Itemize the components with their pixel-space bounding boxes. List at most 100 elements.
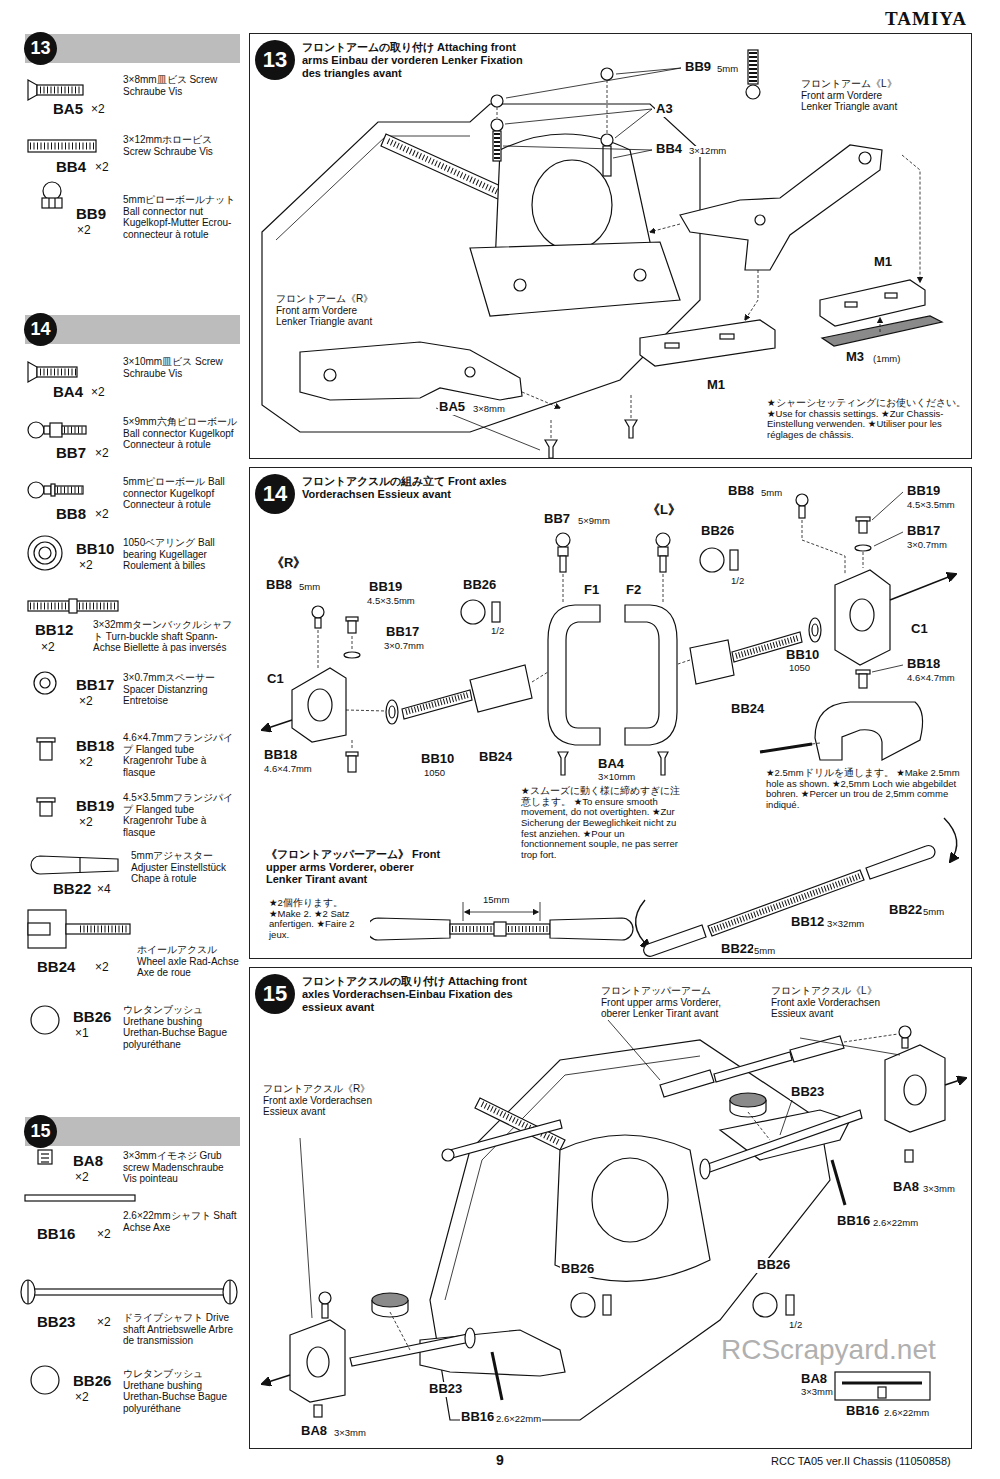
part-quantity: ×2 <box>94 447 110 461</box>
callout-label: M3 <box>845 350 865 365</box>
step13-drawing <box>470 242 680 316</box>
callout-label: BB22 <box>888 903 923 918</box>
part-quantity: ×2 <box>94 961 110 975</box>
step13-drawing <box>514 279 526 291</box>
front-axle <box>904 1075 926 1105</box>
screw <box>545 440 557 458</box>
step15-drawing <box>780 1100 792 1135</box>
callout-label: BA8 <box>800 1372 828 1387</box>
wheel-axle-icon <box>28 923 50 935</box>
note-text: ★シャーシセッティングにお使いください。 ★Use for chassis se… <box>766 398 970 441</box>
step14-drawing <box>346 710 386 711</box>
callout-label: BB4 <box>655 142 683 157</box>
callout-label: BB16 <box>460 1410 495 1425</box>
callout-label: BB26 <box>756 1258 791 1273</box>
callout-label: BB19 <box>906 484 941 499</box>
callout-label: BB24 <box>478 750 513 765</box>
wheel-axle-icon <box>28 910 66 948</box>
screw <box>545 395 637 458</box>
pin-detail <box>842 1382 922 1385</box>
adjuster-icon <box>31 856 118 874</box>
callout-label: BB8 <box>265 578 293 593</box>
dimension-label: 1/2 <box>730 576 745 587</box>
turnbuckle-assembly <box>866 846 935 879</box>
ball-stud <box>497 107 498 118</box>
step-number-circle: 14 <box>255 474 295 514</box>
upper-arm <box>714 1052 792 1082</box>
arm-mount <box>720 334 734 339</box>
drive-shaft-icon <box>223 1280 237 1304</box>
step14-drawing <box>532 672 548 682</box>
ball-connector <box>563 574 564 602</box>
arm-mount <box>640 320 775 366</box>
adjuster-icon <box>31 856 118 874</box>
part-caption: フロントアクスル《R》 Front axle Vorderachsen Essi… <box>262 1083 389 1118</box>
screw-icon <box>40 87 82 94</box>
bushing-icon <box>31 1006 59 1034</box>
step14-drawing <box>292 668 346 742</box>
step13-drawing <box>262 104 700 432</box>
front-axle <box>899 1026 911 1038</box>
step14-drawing <box>700 548 724 572</box>
part-caption: フロントアッパーアーム Front upper arms Vorderer, o… <box>600 985 732 1020</box>
step14-drawing <box>863 552 864 568</box>
ball-stud <box>601 134 613 146</box>
wheel-axle-icon <box>66 924 130 934</box>
dimension-label: (1mm) <box>872 354 901 365</box>
dimension-label: 3×8mm <box>472 404 506 415</box>
wheel-axle-icon <box>80 926 129 933</box>
part-quantity: ×2 <box>96 1316 112 1330</box>
dimension-label: 4.5×3.5mm <box>366 596 416 607</box>
arm-mount <box>820 280 925 326</box>
step14-drawing <box>461 600 485 624</box>
callout-label: BB24 <box>730 702 765 717</box>
urethane-bushing <box>730 1093 766 1107</box>
callout-label: BB10 <box>420 752 455 767</box>
step14-drawing <box>312 606 324 618</box>
screw-icon <box>37 367 77 377</box>
step14-drawing <box>348 621 356 633</box>
turnbuckle-assembly <box>494 922 506 936</box>
part-code: BB19 <box>75 797 115 814</box>
step14-drawing <box>492 602 500 622</box>
grub-screw-icon <box>38 1150 52 1164</box>
upper-arm <box>790 1036 844 1062</box>
turnbuckle-assembly <box>644 925 706 956</box>
callout-label: BB17 <box>906 524 941 539</box>
part-description: 5mmピローボール Ball connector Kugelkopf Conne… <box>122 476 239 511</box>
part-description: 3×10mm皿ビス Screw Schraube Vis <box>122 356 239 379</box>
part-quantity: ×2 <box>90 386 106 400</box>
part-caption: 《フロントアッパーアーム》 Front upper arms Vorderer,… <box>265 848 442 886</box>
ball-nut-icon <box>42 198 62 208</box>
step14-drawing <box>625 605 677 745</box>
urethane-bushing <box>372 1093 770 1350</box>
step15-drawing <box>832 1160 845 1205</box>
dimension-label: 2.6×22mm <box>883 1408 930 1419</box>
part-description: 4.5×3.5mmフランジパイプ Flanged tube Kragenrohr… <box>122 792 239 838</box>
dimension-label: 5mm <box>716 64 739 75</box>
screw <box>625 420 637 438</box>
turnbuckle-assembly <box>465 912 538 913</box>
step15-drawing <box>262 1020 966 1420</box>
urethane-bushing <box>390 1312 410 1350</box>
part-quantity: ×4 <box>96 883 112 897</box>
step13-drawing <box>616 68 681 74</box>
step14-drawing <box>406 695 468 712</box>
ball-connector <box>656 533 670 547</box>
step-number-circle: 15 <box>255 974 295 1014</box>
step15-drawing <box>905 1150 913 1162</box>
step13-drawing <box>650 224 680 232</box>
callout-label: BB7 <box>543 512 571 527</box>
step-number: 15 <box>263 981 287 1007</box>
part-description: 5mmアジャスター Adjuster Einstellstück Chape à… <box>130 850 242 885</box>
step14-drawing <box>344 652 360 658</box>
callout-label: BA5 <box>438 400 466 415</box>
front-axle <box>885 1045 945 1132</box>
screw-icon <box>28 362 77 382</box>
callout-label: BB9 <box>684 60 712 75</box>
upper-arm <box>442 1034 898 1161</box>
upper-arm <box>844 1034 898 1042</box>
bushing-icon <box>31 1366 59 1394</box>
step-band: 14 <box>25 315 240 344</box>
bearing-icon <box>34 542 56 564</box>
